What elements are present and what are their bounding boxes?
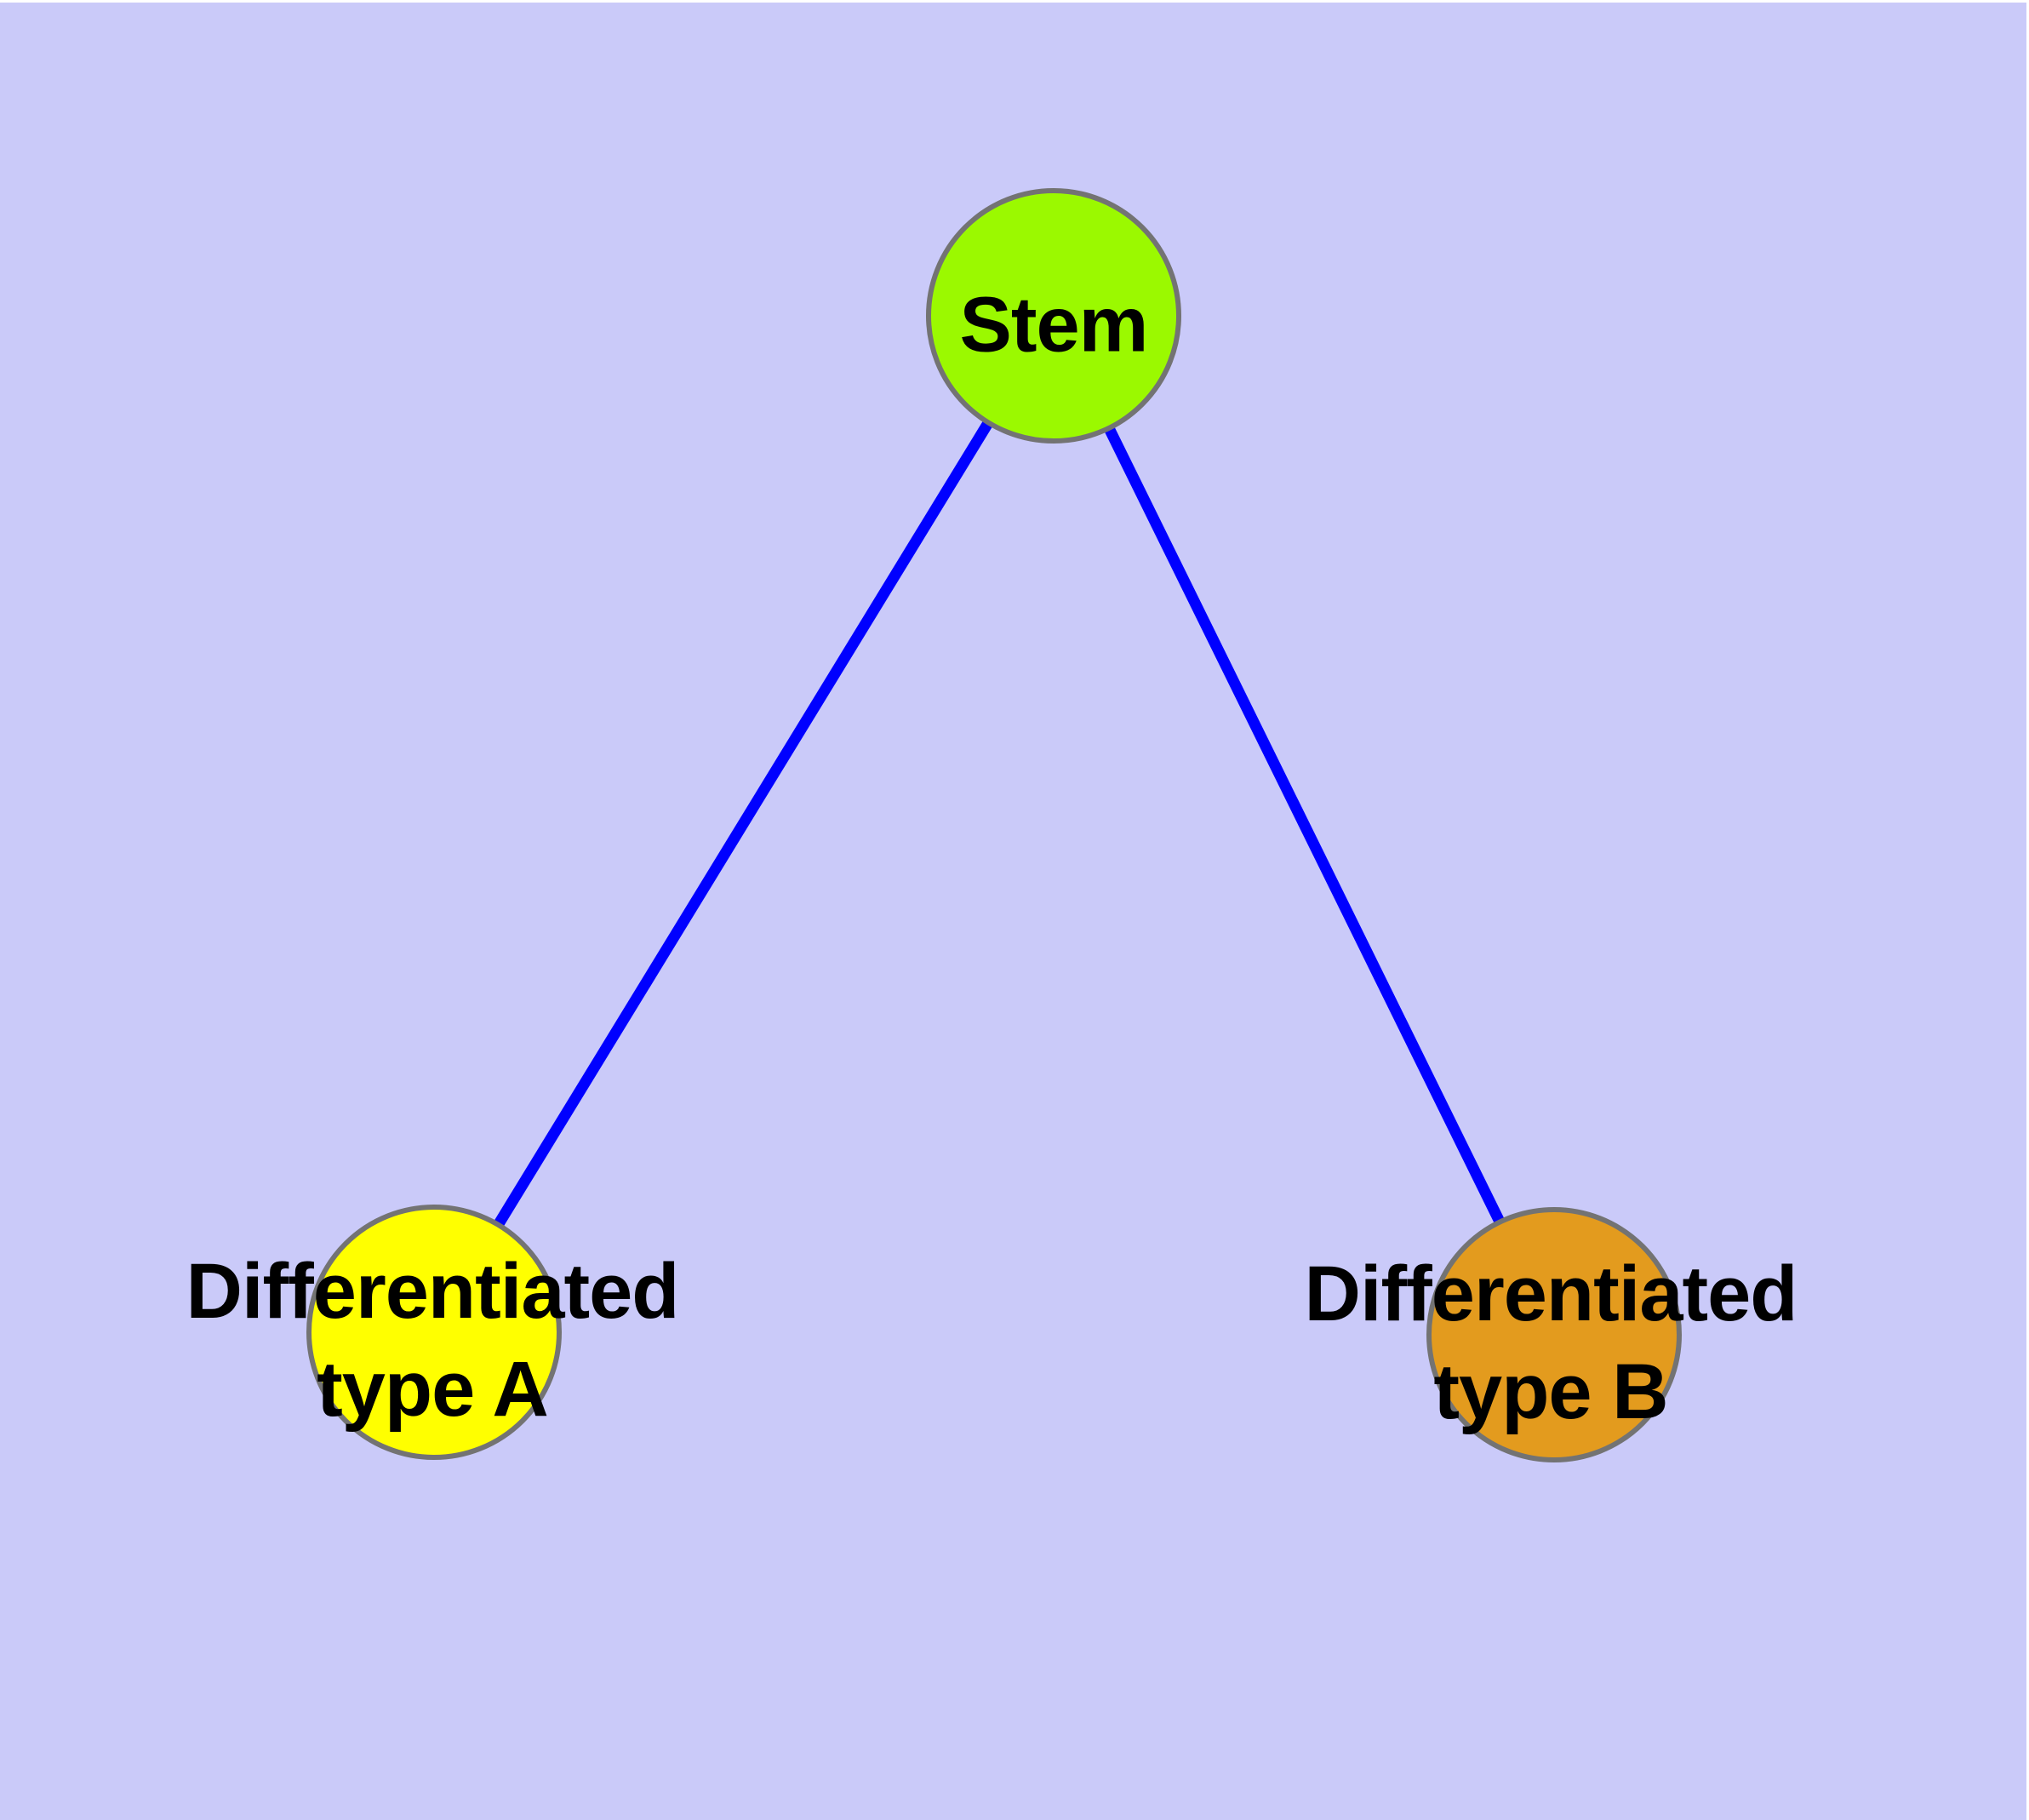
type-a-node-circle [306,1205,562,1460]
type-b-node-label: Differentiated type B [1304,1251,1798,1435]
stem-node-label: Stem [959,281,1149,369]
diagram-background: Stem Differentiated type A Differentiate… [0,3,2026,1820]
type-a-node-label: Differentiated type A [186,1248,680,1433]
edge-stem-to-type-b [1049,313,1559,1335]
type-b-node-circle [1426,1207,1682,1462]
edge-stem-to-type-a [429,312,1059,1333]
stem-node-circle [926,188,1181,444]
edge-layer [429,312,1559,1335]
